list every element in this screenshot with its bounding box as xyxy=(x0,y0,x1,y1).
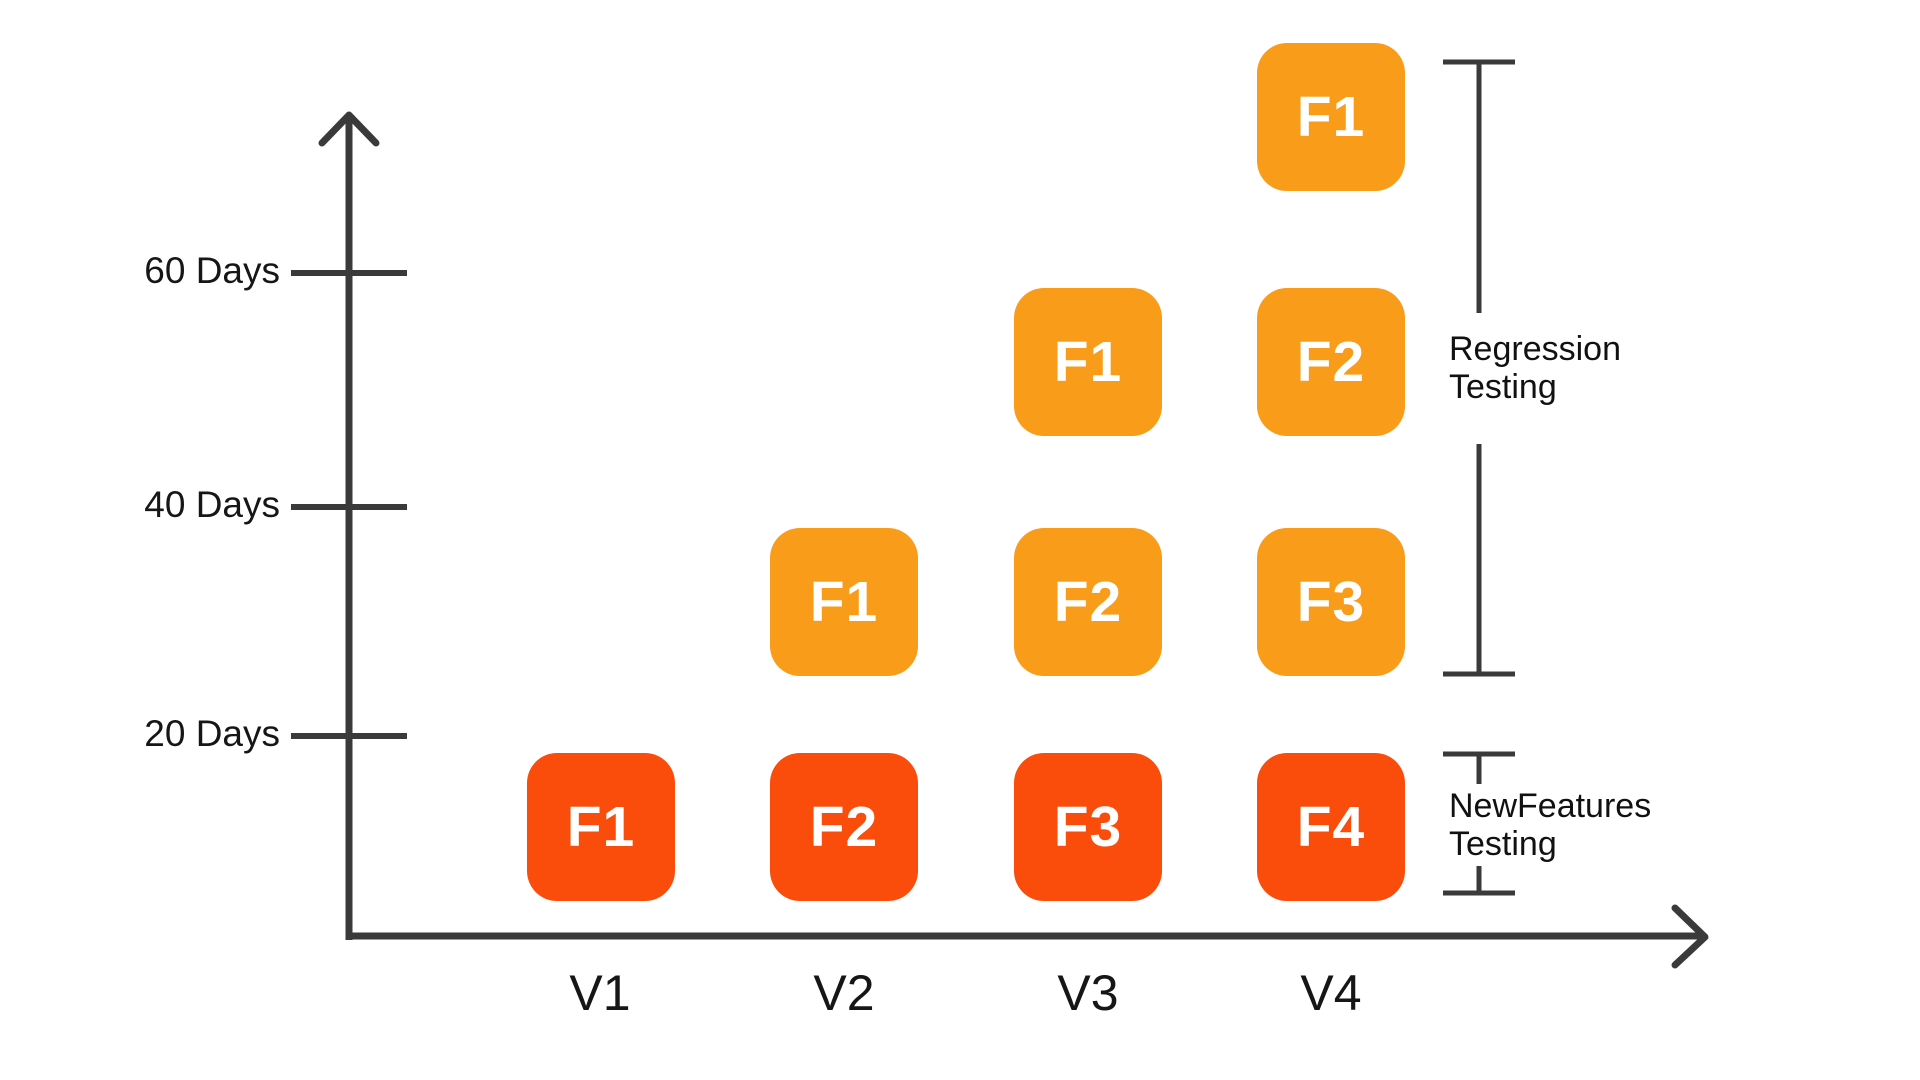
feature-box-v3-f1-regression: F1 xyxy=(1014,288,1162,436)
new-features-testing-label: NewFeatures Testing xyxy=(1449,787,1651,863)
y-axis-arrowhead-icon xyxy=(318,111,380,147)
regression-testing-label: Regression Testing xyxy=(1449,330,1621,406)
regression-testing-label-line2: Testing xyxy=(1449,368,1557,406)
feature-box-v4-f4-new: F4 xyxy=(1257,753,1405,901)
x-axis-label-v4: V4 xyxy=(1300,965,1362,1021)
y-axis-label-40-days: 40 Days xyxy=(144,484,280,525)
feature-box-v2-f2-new: F2 xyxy=(770,753,918,901)
feature-box-v3-f2-regression: F2 xyxy=(1014,528,1162,676)
x-axis-label-v2: V2 xyxy=(813,965,875,1021)
feature-box-v1-f1-new: F1 xyxy=(527,753,675,901)
feature-box-v3-f3-new: F3 xyxy=(1014,753,1162,901)
new-features-testing-label-line1: NewFeatures xyxy=(1449,787,1652,825)
new-features-bracket xyxy=(1443,751,1515,896)
x-axis-label-v1: V1 xyxy=(569,965,631,1021)
feature-box-v4-f1-regression: F1 xyxy=(1257,43,1405,191)
regression-testing-label-line1: Regression xyxy=(1449,330,1621,368)
x-axis-arrowhead-icon xyxy=(1671,904,1709,969)
axis-lines xyxy=(291,59,1709,969)
y-axis-label-60-days: 60 Days xyxy=(144,250,280,291)
regression-bracket xyxy=(1443,59,1515,677)
feature-box-v4-f2-regression: F2 xyxy=(1257,288,1405,436)
feature-box-v2-f1-regression: F1 xyxy=(770,528,918,676)
new-features-testing-label-line2: Testing xyxy=(1449,825,1557,863)
x-axis-label-v3: V3 xyxy=(1057,965,1119,1021)
y-axis-label-20-days: 20 Days xyxy=(144,713,280,754)
feature-box-v4-f3-regression: F3 xyxy=(1257,528,1405,676)
